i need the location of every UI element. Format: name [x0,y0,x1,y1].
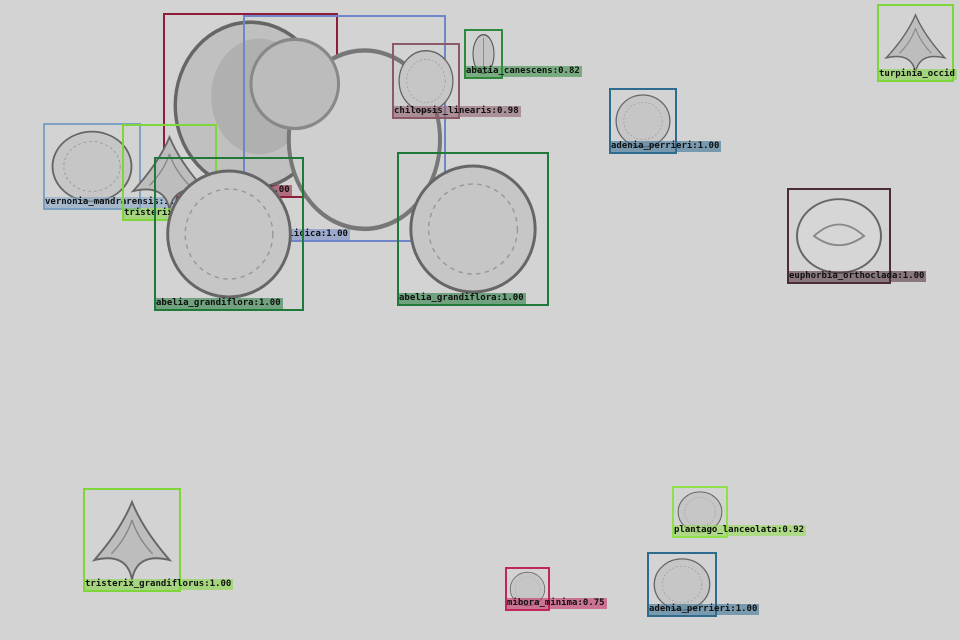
detection-label: vernonia_mandrarensis:1.00 [43,197,188,208]
detection-label: tristerix_grandiflorus:1.00 [83,579,234,590]
detection-box [505,567,550,611]
detection-box [397,152,549,306]
detection-label: chilopsis_linearis:0.98 [392,106,521,117]
pollen-round-small [674,488,726,536]
pollen-triangular [85,490,179,590]
detection-box [672,486,728,538]
detection-label: euphorbia_orthoclada:1.00 [787,271,927,282]
pollen-spiny [156,159,302,309]
detection-box [154,157,304,311]
pollen-round-small [507,569,548,609]
detection-label: adenia_perrieri:1.00 [609,141,722,152]
detection-box [609,88,677,154]
pollen-elongated [466,31,501,77]
detection-label: turpinia_occid [877,69,957,80]
detection-box [464,29,503,79]
pollen-spiny [399,154,547,304]
detection-label: abelia_grandiflora:1.00 [154,298,283,309]
detection-box [787,188,891,284]
detection-label: mibora_minima:0.75 [505,598,607,609]
detection-box [83,488,181,592]
detection-label: abies_cilicica:1.00 [243,229,350,240]
detection-label: abatia_canescens:0.82 [464,66,582,77]
detection-box [392,43,460,119]
detection-label: abelia_grandiflora:1.00 [397,293,526,304]
detection-label: adenia_perrieri:1.00 [647,604,760,615]
detection-label: plantago_lanceolata:0.92 [672,525,807,536]
pollen-oval-colpate [789,190,889,282]
